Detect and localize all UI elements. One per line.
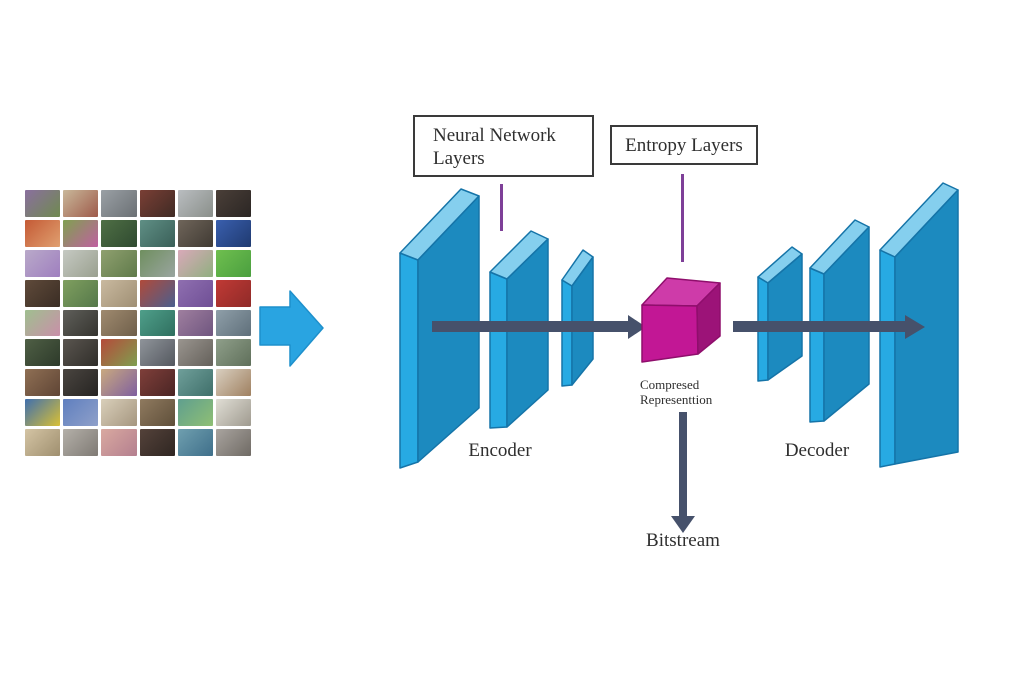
collage-photo (63, 279, 99, 307)
collage-photo (215, 279, 251, 307)
entropy-pointer-line (681, 174, 684, 262)
collage-photo (215, 399, 251, 427)
collage-photo (139, 369, 175, 397)
encoder-flow-arrow-icon (432, 315, 646, 339)
collage-photo (215, 369, 251, 397)
decoder-layer-3 (879, 182, 959, 468)
collage-photo (25, 369, 61, 397)
collage-photo (63, 429, 99, 456)
collage-photo (177, 219, 213, 247)
collage-photo (63, 249, 99, 277)
collage-photo (101, 190, 137, 217)
collage-photo (215, 219, 251, 247)
collage-photo (101, 309, 137, 337)
collage-photo (101, 429, 137, 456)
collage-photo (63, 219, 99, 247)
collage-photo (101, 219, 137, 247)
collage-photo (63, 399, 99, 427)
collage-photo (101, 249, 137, 277)
collage-photo (25, 249, 61, 277)
decoder-label: Decoder (784, 440, 850, 461)
collage-photo (215, 429, 251, 456)
collage-photo (139, 249, 175, 277)
collage-photo (25, 339, 61, 367)
compressed-representation-label-line2: Representtion (640, 392, 713, 407)
collage-photo (25, 399, 61, 427)
collage-photo (25, 219, 61, 247)
collage-photo (139, 339, 175, 367)
decoder-flow-arrow-icon (733, 315, 925, 339)
collage-photo (25, 279, 61, 307)
collage-photo (101, 369, 137, 397)
collage-photo (215, 309, 251, 337)
encoder-layer-3 (561, 249, 594, 387)
collage-photo (177, 399, 213, 427)
collage-photo (139, 279, 175, 307)
collage-photo (215, 190, 251, 217)
encoder-layer-2 (489, 230, 549, 429)
compressed-representation-cube (641, 277, 721, 363)
neural-network-layers-box: Neural Network Layers (413, 115, 594, 177)
input-arrow-icon (259, 290, 324, 367)
encoder-label: Encoder (468, 440, 532, 461)
collage-photo (63, 369, 99, 397)
collage-photo (63, 190, 99, 217)
collage-photo (101, 339, 137, 367)
collage-photo (139, 399, 175, 427)
collage-photo (215, 249, 251, 277)
collage-photo (25, 309, 61, 337)
collage-photo (63, 309, 99, 337)
entropy-layers-label: Entropy Layers (625, 134, 743, 156)
entropy-layers-box: Entropy Layers (610, 125, 758, 165)
collage-photo (101, 279, 137, 307)
collage-photo (139, 190, 175, 217)
collage-photo (177, 190, 213, 217)
input-image-grid (25, 190, 251, 456)
collage-photo (139, 219, 175, 247)
neural-network-layers-label-line1: Neural Network (433, 125, 556, 146)
compressed-representation-label-line1: Compresed (640, 377, 700, 392)
collage-photo (25, 429, 61, 456)
collage-photo (101, 399, 137, 427)
collage-photo (139, 309, 175, 337)
collage-photo (63, 339, 99, 367)
collage-photo (25, 190, 61, 217)
collage-photo (177, 429, 213, 456)
neural-network-pointer-line (500, 184, 503, 231)
collage-photo (215, 339, 251, 367)
collage-photo (177, 309, 213, 337)
decoder-layer-1 (757, 246, 803, 382)
collage-photo (177, 339, 213, 367)
bitstream-arrow-icon (671, 412, 695, 533)
collage-photo (177, 369, 213, 397)
compressed-representation-label: Compresed Representtion (640, 377, 750, 407)
collage-photo (177, 279, 213, 307)
bitstream-label: Bitstream (646, 530, 720, 551)
neural-network-layers-label-line2: Layers (433, 148, 485, 169)
collage-photo (139, 429, 175, 456)
collage-photo (177, 249, 213, 277)
